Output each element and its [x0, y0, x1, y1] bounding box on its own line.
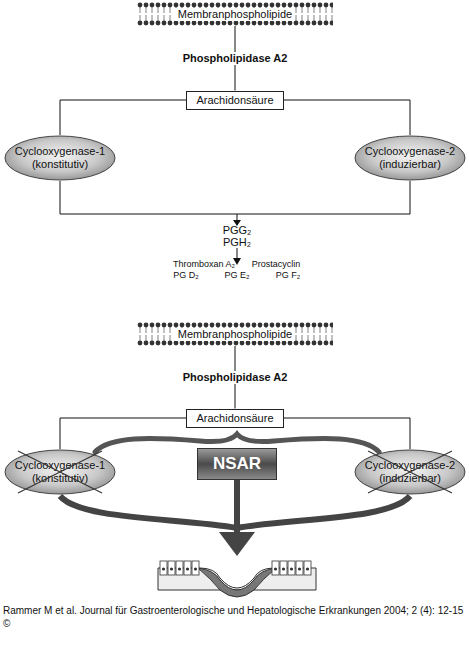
node-label: NSAR: [213, 454, 261, 474]
arrow-head: [219, 532, 255, 556]
epithelial-cell: [168, 561, 175, 575]
connector: [60, 100, 186, 135]
enzyme-ellipse: Cyclooxygenase-2(induzierbar): [354, 135, 466, 181]
node-label: Arachidonsäure: [196, 94, 273, 107]
enzyme-label: Cyclooxygenase-1: [15, 145, 106, 158]
epithelial-cell: [280, 561, 287, 575]
process-box: Arachidonsäure: [186, 91, 283, 110]
membrane-band: Membranphospholipide: [137, 2, 333, 26]
epithelial-cell: [176, 561, 183, 575]
enzyme-label: (induzierbar): [379, 158, 441, 171]
epithelial-cell: [296, 561, 303, 575]
enzyme-ellipse: Cyclooxygenase-1(konstitutiv): [4, 449, 116, 495]
product-label: PGH₂: [223, 236, 251, 249]
cell-nucleus: [162, 567, 165, 570]
product-label: Prostacyclin: [252, 258, 301, 271]
cross-out: [354, 449, 466, 495]
enzyme-ellipse: Cyclooxygenase-2(induzierbar): [354, 449, 466, 495]
enzyme-label: Phospholipidase A2: [181, 52, 290, 65]
process-box: Arachidonsäure: [186, 409, 283, 428]
convergence-arrow: [60, 480, 410, 535]
mucosa-ulcer: [158, 561, 316, 597]
enzyme-label: (konstitutiv): [32, 472, 88, 485]
epithelial-cell: [304, 561, 311, 575]
product-label: PG F₂: [276, 269, 301, 282]
cell-nucleus: [298, 567, 301, 570]
cell-nucleus: [194, 567, 197, 570]
cell-nucleus: [178, 567, 181, 570]
enzyme-ellipse: Cyclooxygenase-1(konstitutiv): [4, 135, 116, 181]
cell-nucleus: [290, 567, 293, 570]
merge-lines: [60, 181, 410, 260]
caption: Rammer M et al. Journal für Gastroentero…: [3, 604, 468, 630]
cell-nucleus: [170, 567, 173, 570]
cross-out: [4, 449, 116, 495]
connector: [284, 100, 410, 135]
enzyme-label: Cyclooxygenase-2: [365, 459, 456, 472]
enzyme-label: Cyclooxygenase-1: [15, 459, 106, 472]
epithelial-cell: [160, 561, 167, 575]
node-label: Arachidonsäure: [196, 412, 273, 425]
connector: [284, 418, 410, 449]
epithelial-cell: [192, 561, 199, 575]
epithelial-cell: [184, 561, 191, 575]
node-label: Membranphospholipide: [175, 328, 295, 341]
enzyme-label: (konstitutiv): [32, 158, 88, 171]
cell-nucleus: [282, 567, 285, 570]
cell-nucleus: [274, 567, 277, 570]
drug-box: NSAR: [197, 448, 277, 480]
product-label: Thromboxan A₂: [173, 258, 235, 271]
epithelial-cell: [288, 561, 295, 575]
epithelial-cell: [272, 561, 279, 575]
cell-nucleus: [186, 567, 189, 570]
product-label: PGG₂: [223, 224, 252, 237]
cell-nucleus: [306, 567, 309, 570]
enzyme-label: Phospholipidase A2: [181, 371, 290, 384]
product-label: PG E₂: [224, 269, 249, 282]
connector: [60, 418, 186, 449]
enzyme-label: Cyclooxygenase-2: [365, 145, 456, 158]
node-label: Membranphospholipide: [175, 8, 295, 21]
product-label: PG D₂: [173, 269, 199, 282]
membrane-band: Membranphospholipide: [137, 322, 333, 346]
